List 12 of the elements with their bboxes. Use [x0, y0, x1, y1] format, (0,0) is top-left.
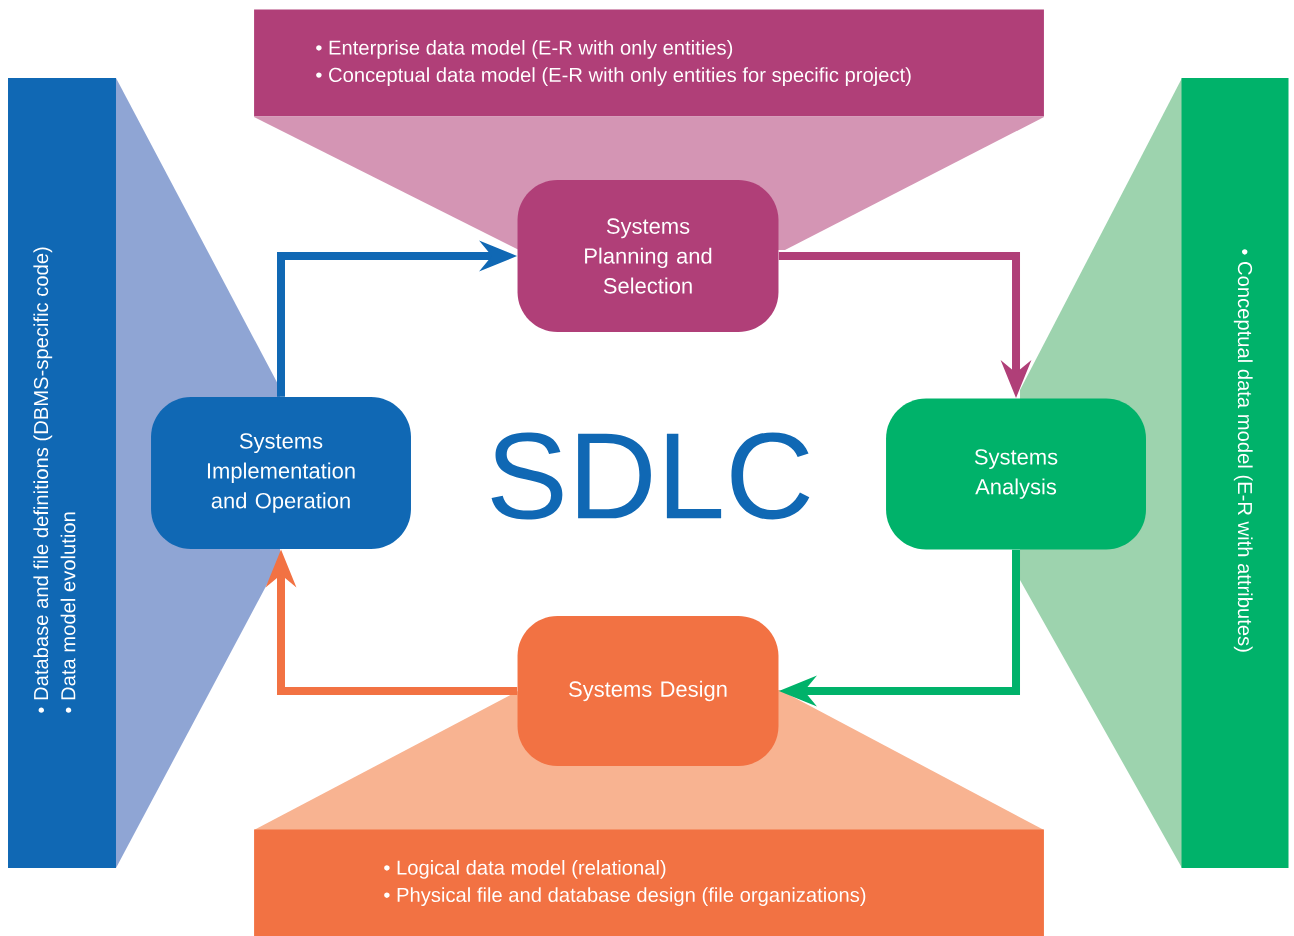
process-box: Systems Planning and Selection: [517, 180, 779, 332]
node-label: • Physical file and database design (file organizations): [384, 887, 866, 907]
node-label: • Enterprise data model (E-R with only entities): [316, 39, 733, 59]
node-label: • Logical data model (relational): [384, 859, 666, 879]
node-label: • Data model evolution: [60, 512, 76, 713]
title-text: SDLC: [491, 432, 810, 520]
node-label: • Conceptual data model (E-R with only entities for specific project): [316, 67, 911, 87]
process-box: Systems Design: [517, 616, 779, 766]
node-label: • Database and file definitions (DBMS-specific code): [33, 247, 53, 713]
process-box: Systems Implementation and Operation: [151, 397, 411, 549]
node-label: • Conceptual data model (E-R with attributes): [1233, 249, 1253, 652]
process-box: Systems Analysis: [886, 398, 1146, 550]
